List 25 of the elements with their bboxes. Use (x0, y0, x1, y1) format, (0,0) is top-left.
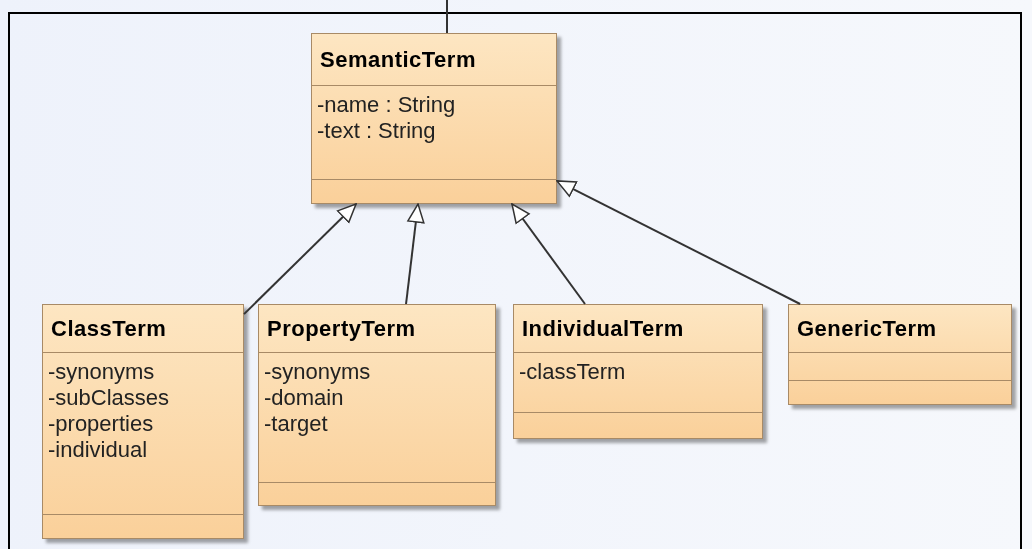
class-box (788, 304, 1012, 405)
class-name: GenericTerm (797, 315, 937, 342)
class-name: PropertyTerm (267, 315, 416, 342)
generalization-arrow (511, 203, 586, 305)
generalization-arrow (243, 203, 357, 316)
generalization-arrow (405, 203, 425, 305)
class-box (513, 304, 763, 439)
attribute-text: -individual (48, 437, 148, 463)
attribute-text: -properties (48, 411, 154, 437)
attribute-text: -domain (264, 385, 344, 411)
association-line (446, 0, 449, 34)
attribute-text: -name : String (317, 92, 456, 118)
class-box (258, 304, 496, 506)
generalization-arrow (556, 179, 802, 305)
class-name: IndividualTerm (522, 315, 684, 342)
attribute-text: -text : String (317, 118, 436, 144)
class-name: SemanticTerm (320, 46, 476, 73)
class-box (311, 33, 557, 204)
attribute-text: -synonyms (264, 359, 371, 385)
attribute-text: -target (264, 411, 328, 437)
class-box (42, 304, 244, 539)
attribute-text: -classTerm (519, 359, 626, 385)
attribute-text: -synonyms (48, 359, 155, 385)
attribute-text: -subClasses (48, 385, 170, 411)
class-name: ClassTerm (51, 315, 167, 342)
